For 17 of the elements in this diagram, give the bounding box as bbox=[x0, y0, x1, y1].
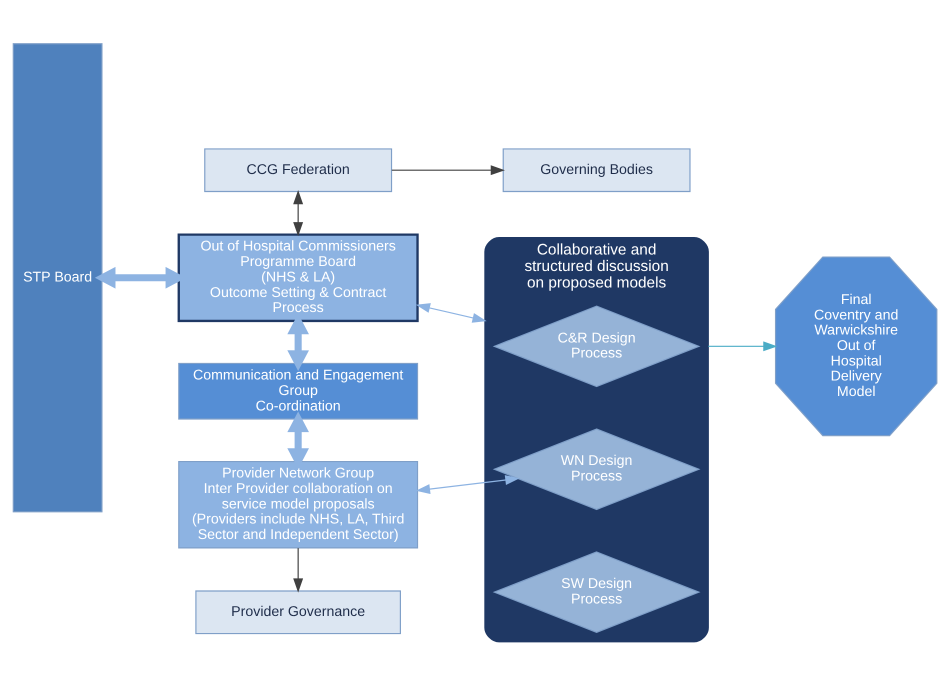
node-box: STP Board bbox=[12, 43, 103, 512]
node-diamond: C&R Design Process bbox=[492, 306, 700, 388]
arrow bbox=[293, 190, 304, 236]
arrow bbox=[392, 165, 505, 176]
arrow bbox=[416, 303, 487, 323]
arrow bbox=[287, 412, 309, 469]
node-box: Provider Governance bbox=[195, 590, 401, 634]
node-box: Governing Bodies bbox=[502, 148, 691, 192]
node-box: Communication and Engagement Group Co-ordination bbox=[178, 362, 418, 420]
node-box: CCG Federation bbox=[204, 148, 392, 192]
arrow bbox=[416, 475, 520, 494]
node-box: Provider Network Group Inter Provider collaboration on service model proposals (Providers include NHS, LA, Third Sector and Independent Sector) bbox=[178, 460, 418, 548]
node-diamond: WN Design Process bbox=[492, 428, 700, 510]
arrow bbox=[708, 341, 778, 352]
node-diamond: SW Design Process bbox=[492, 551, 700, 633]
arrow bbox=[293, 548, 304, 593]
node-box: Out of Hospital Commissioners Programme Board (NHS & LA) Outcome Setting & Contract Process bbox=[178, 233, 419, 322]
